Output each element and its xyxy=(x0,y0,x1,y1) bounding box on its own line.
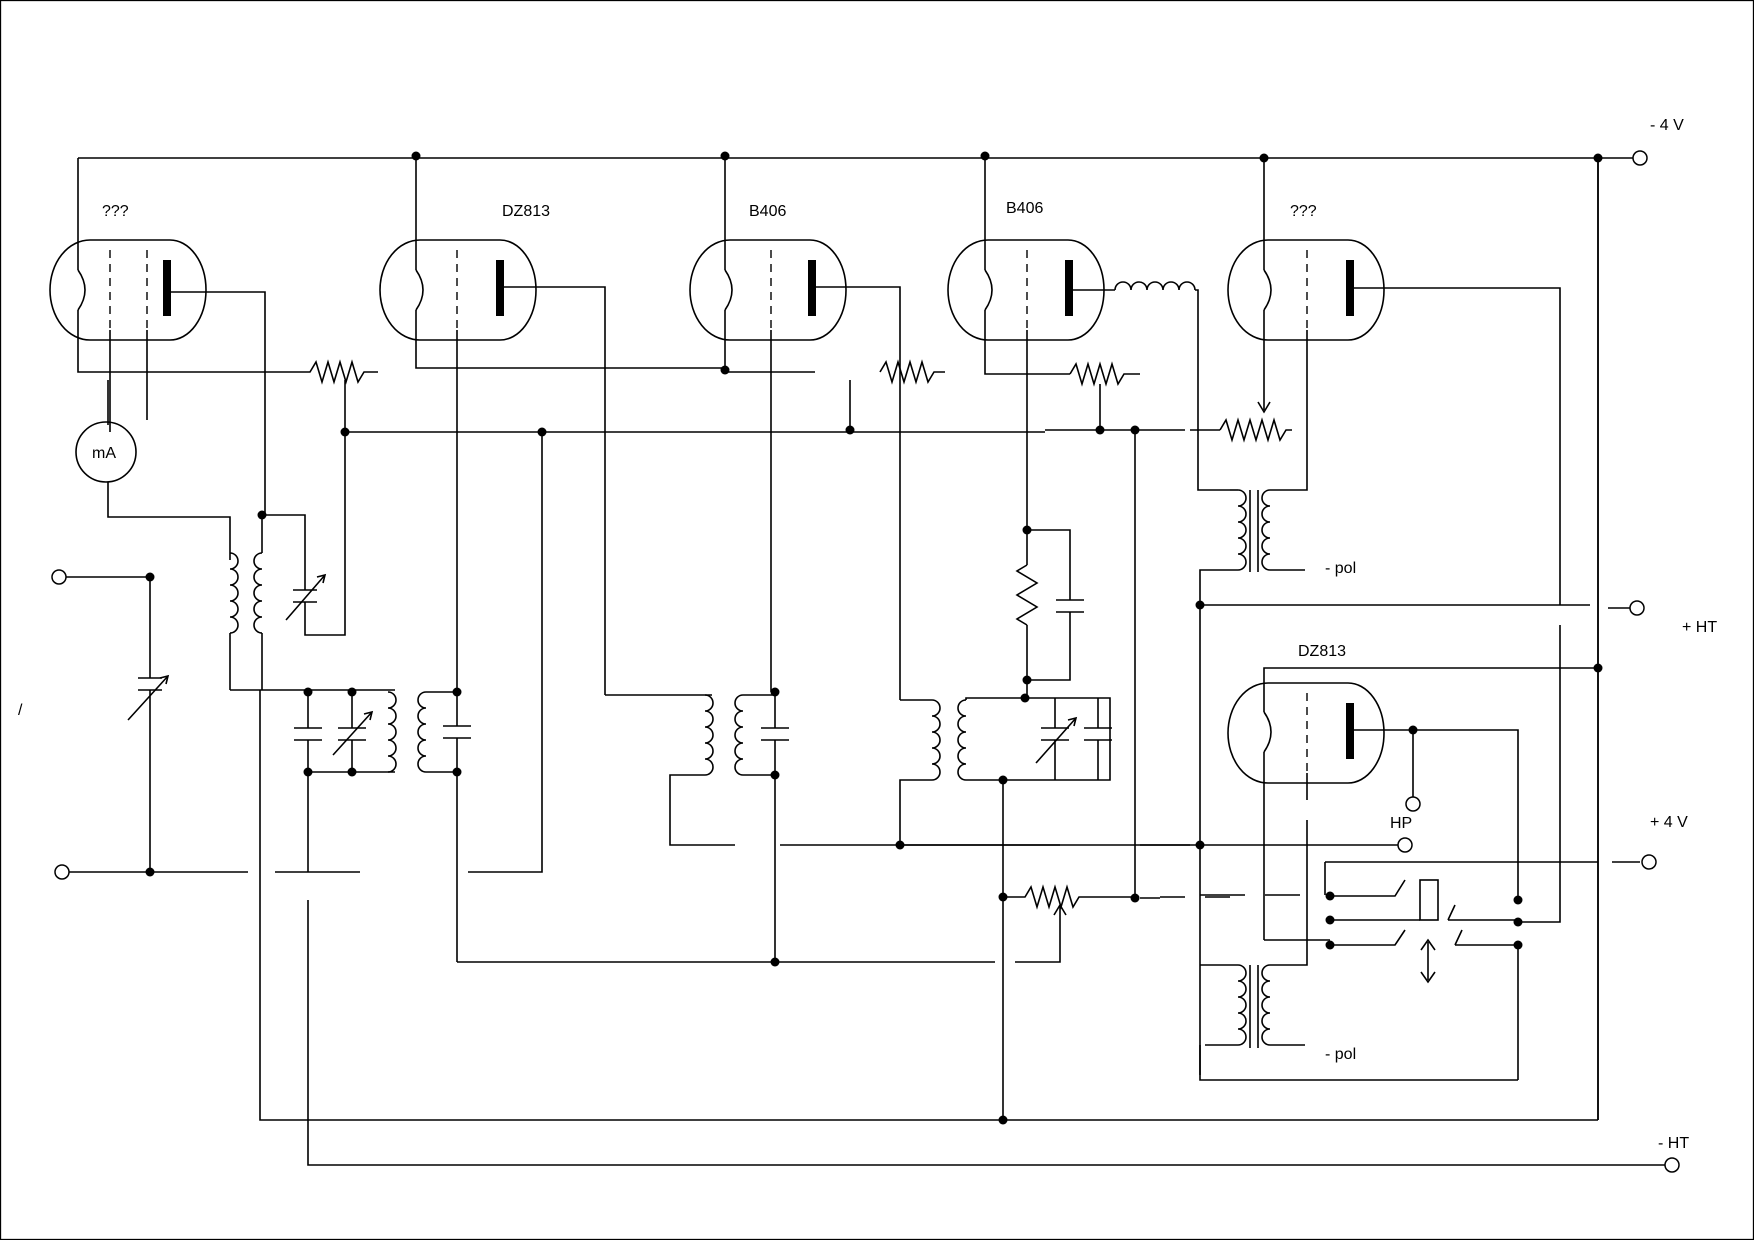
rail-junctions xyxy=(411,151,1603,163)
cathode-rc-network xyxy=(1015,525,1084,698)
tube-2-label: DZ813 xyxy=(502,203,550,220)
tube-5 xyxy=(1219,158,1561,920)
tuned-circuit-1 xyxy=(230,687,471,1135)
rail-plus-ht xyxy=(1195,600,1645,616)
tube-1-label: ??? xyxy=(102,203,129,220)
rail-bottom xyxy=(259,690,1598,1121)
tube-4 xyxy=(947,158,1230,903)
antenna-coil xyxy=(229,432,346,690)
plus-4v-label: + 4 V xyxy=(1650,814,1688,831)
tube-2 xyxy=(379,158,995,963)
changeover-switch xyxy=(1200,879,1561,1080)
hp-label: HP xyxy=(1390,815,1412,832)
antenna-section xyxy=(51,569,360,880)
grid-leak-resistor-1 xyxy=(300,359,378,430)
volume-potentiometer xyxy=(998,884,1230,963)
tuned-circuit-3 xyxy=(780,693,1205,1125)
terminal-minus-ht xyxy=(1664,1157,1680,1173)
tube-3 xyxy=(689,158,945,700)
stray-wires xyxy=(1140,158,1599,1120)
tube-1 xyxy=(49,158,300,515)
tube-4-label: B406 xyxy=(1006,200,1043,217)
tube-5-label: ??? xyxy=(1290,203,1317,220)
terminal-minus-4v xyxy=(1632,150,1648,166)
tube-3-label: B406 xyxy=(749,203,786,220)
pol-lower-label: - pol xyxy=(1325,1046,1356,1063)
tube-6-label: DZ813 xyxy=(1298,643,1346,660)
minus-4v-label: - 4 V xyxy=(1650,117,1684,134)
minus-ht-label: - HT xyxy=(1658,1135,1689,1152)
output-transformer-lower xyxy=(1199,940,1518,1081)
tuned-circuit-2 xyxy=(605,687,789,967)
rail-minus-ht xyxy=(307,1135,1665,1166)
milliammeter xyxy=(75,380,231,560)
output-transformer-upper xyxy=(1199,489,1305,1075)
rail-plus-4v xyxy=(1324,854,1657,895)
tube-6 xyxy=(1227,663,1603,940)
meter-label: mA xyxy=(92,445,116,462)
plus-ht-label: + HT xyxy=(1682,619,1717,636)
stray-mark: / xyxy=(18,702,23,719)
pol-upper-label: - pol xyxy=(1325,560,1356,577)
rail-minus-4v xyxy=(78,157,1640,1120)
